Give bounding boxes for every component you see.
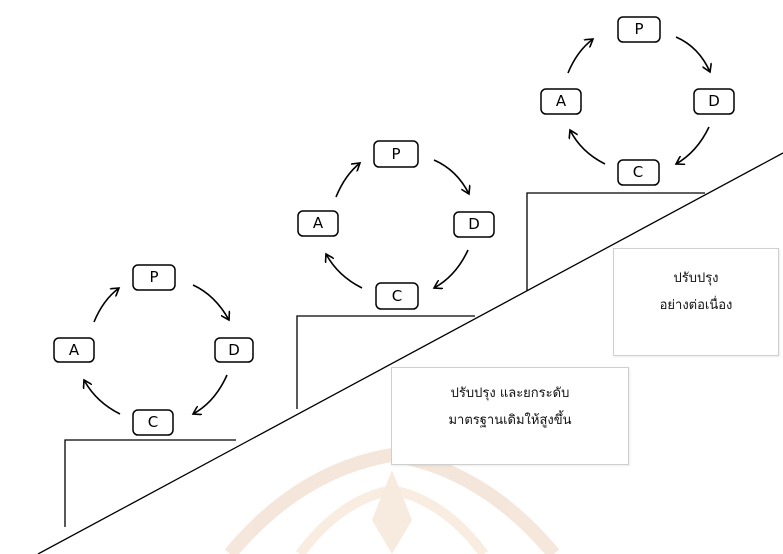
plan-label: P xyxy=(391,145,400,163)
check-label: C xyxy=(148,413,158,431)
arrow-c-to-a-icon xyxy=(326,254,363,289)
note-continuous-improvement-line1: ปรับปรุง xyxy=(673,271,719,286)
arrow-d-to-c-icon xyxy=(676,126,710,164)
arrow-c-to-a-icon xyxy=(570,130,606,165)
stair-step-3 xyxy=(526,192,705,291)
improvement-slope-line xyxy=(37,152,783,554)
plan-label: P xyxy=(149,268,158,286)
note-continuous-improvement: ปรับปรุง อย่างต่อเนื่อง xyxy=(613,248,779,356)
do-box xyxy=(693,88,735,115)
note-raise-standard-line1: ปรับปรุง และยกระดับ xyxy=(450,386,570,401)
pdca-cycle-2: P D C A xyxy=(297,140,495,310)
arrow-a-to-p-icon xyxy=(335,163,360,198)
plan-label: P xyxy=(634,20,643,38)
check-box xyxy=(617,159,660,186)
arrow-p-to-d-icon xyxy=(433,159,469,194)
pdca-cycle-1: P D C A xyxy=(53,264,254,436)
do-label: D xyxy=(468,215,480,233)
arrow-p-to-d-icon xyxy=(675,36,710,72)
do-label: D xyxy=(708,92,720,110)
stair-step-2 xyxy=(296,315,475,409)
act-label: A xyxy=(556,92,567,110)
plan-box xyxy=(617,16,661,43)
arrow-d-to-c-icon xyxy=(193,374,228,414)
watermark-lotus-seal xyxy=(224,447,560,554)
check-label: C xyxy=(633,163,643,181)
check-box xyxy=(132,409,174,436)
check-box xyxy=(375,282,419,310)
do-label: D xyxy=(228,341,240,359)
act-box xyxy=(540,88,582,115)
stair-step-1 xyxy=(64,439,236,527)
pdca-cycle-3: P D C A xyxy=(540,16,735,186)
check-label: C xyxy=(392,287,402,305)
do-box xyxy=(214,337,254,363)
arrow-a-to-p-icon xyxy=(93,288,119,323)
plan-box xyxy=(132,264,176,291)
note-raise-standard-line2: มาตรฐานเดิมให้สูงขึ้น xyxy=(448,413,572,428)
plan-box xyxy=(373,140,419,168)
act-label: A xyxy=(313,214,324,232)
arrow-p-to-d-icon xyxy=(192,284,229,320)
act-box xyxy=(53,337,95,363)
do-box xyxy=(453,211,495,238)
act-label: A xyxy=(69,341,80,359)
note-raise-standard: ปรับปรุง และยกระดับ มาตรฐานเดิมให้สูงขึ้… xyxy=(391,367,629,465)
note-continuous-improvement-line2: อย่างต่อเนื่อง xyxy=(659,298,733,313)
arrow-d-to-c-icon xyxy=(434,249,469,288)
arrow-c-to-a-icon xyxy=(84,380,121,415)
arrow-a-to-p-icon xyxy=(567,39,593,74)
act-box xyxy=(297,210,339,237)
